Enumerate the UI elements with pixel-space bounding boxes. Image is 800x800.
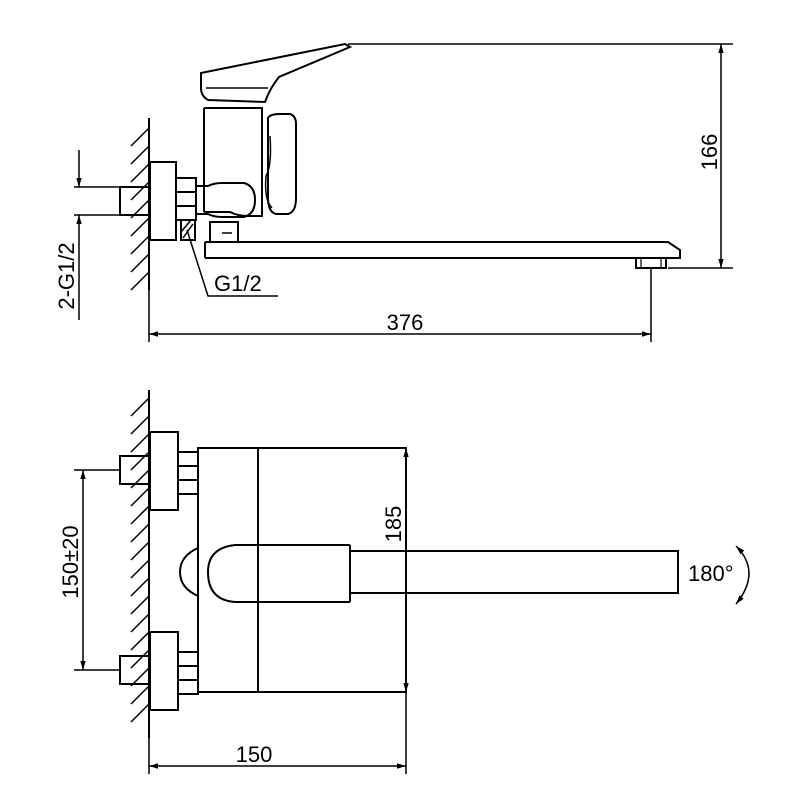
front-handle — [206, 544, 351, 603]
side-wall — [130, 118, 150, 291]
front-body — [178, 447, 407, 693]
side-aerator — [635, 257, 667, 269]
side-nut — [175, 177, 197, 221]
side-spout-base — [209, 221, 239, 243]
front-inlet-lower — [119, 631, 199, 711]
label-166: 166 — [697, 134, 722, 171]
front-view — [119, 390, 679, 738]
label-185: 185 — [381, 506, 406, 543]
front-wall — [130, 390, 150, 738]
front-spout — [349, 550, 679, 594]
front-labels: 185 150±20 150 180° — [58, 506, 734, 767]
label-2g12: 2-G1/2 — [54, 242, 79, 309]
front-dimensions — [74, 448, 750, 774]
side-labels: G1/2 376 166 2-G1/2 — [54, 134, 722, 335]
label-150-20: 150±20 — [58, 525, 83, 598]
side-body — [203, 107, 263, 217]
side-diverter — [264, 113, 297, 215]
side-handle — [200, 42, 353, 104]
label-180-deg: 180° — [688, 561, 734, 586]
side-dimensions — [74, 43, 733, 342]
side-outlet-stub — [180, 219, 196, 241]
front-inlet-upper — [119, 431, 199, 511]
label-376: 376 — [387, 310, 424, 335]
label-g12: G1/2 — [214, 271, 262, 296]
side-connector — [195, 182, 257, 218]
label-150: 150 — [236, 742, 273, 767]
side-view — [119, 42, 681, 291]
side-spout — [204, 241, 681, 259]
